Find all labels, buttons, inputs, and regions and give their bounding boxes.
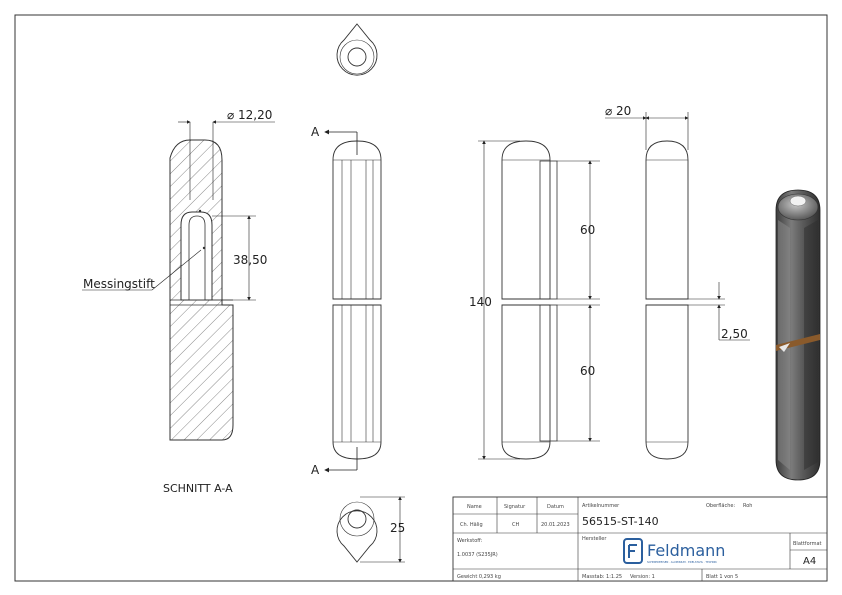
- tb-scale: Masstab: 1:1.25: [582, 574, 622, 580]
- top-end-view: [336, 23, 378, 76]
- brass-pin: [188, 215, 206, 301]
- tb-format-value: A4: [803, 556, 816, 567]
- title-block: Name Signatur Datum Ch. Hälig CH 20.01.2…: [452, 496, 828, 582]
- front-view: 140 60 60: [469, 140, 600, 460]
- bottom-end-view: 25: [336, 496, 405, 563]
- tb-format-label: Blattformat: [793, 541, 822, 547]
- back-upper-body: [645, 140, 689, 300]
- feldmann-logo: Feldmann SCHMIEDEEISEN · ALUMINIUM · EDE…: [623, 538, 725, 564]
- tb-surface-label: Oberfläche:: [706, 503, 735, 509]
- side-lower-body: [332, 304, 382, 460]
- tb-article-value: 56515-ST-140: [582, 515, 659, 528]
- sheet-border: [14, 14, 828, 582]
- tb-signature-value: CH: [512, 522, 519, 528]
- tb-material-label: Werkstoff:: [457, 538, 483, 544]
- front-upper-body: [501, 140, 551, 300]
- tb-name-value: Ch. Hälig: [460, 522, 483, 528]
- section-marker-top: A: [311, 125, 320, 139]
- tb-material-value: 1.0037 (S235JR): [457, 552, 498, 558]
- dim-upper-half: 60: [580, 223, 595, 237]
- back-lower-body: [645, 304, 689, 460]
- section-title: SCHNITT A-A: [163, 482, 233, 495]
- dim-diameter-large: ⌀ 20: [605, 104, 631, 118]
- hinge-pin-render: [775, 189, 821, 481]
- dim-width: 25: [390, 521, 405, 535]
- logo-text: Feldmann: [647, 541, 725, 560]
- tb-date-value: 20.01.2023: [541, 522, 570, 528]
- dim-gap: 2,50: [721, 327, 748, 341]
- tb-manufacturer-label: Hersteller: [582, 536, 607, 542]
- section-marker-bottom: A: [311, 463, 320, 477]
- logo-tagline: SCHMIEDEEISEN · ALUMINIUM · EDELSTAHL · …: [647, 560, 717, 564]
- label-brass-pin: Messingstift: [83, 277, 155, 291]
- tb-date-header: Datum: [547, 504, 564, 510]
- tb-signature-header: Signatur: [504, 504, 526, 510]
- front-lower-body: [501, 304, 551, 460]
- dim-pin-length: 38,50: [233, 253, 267, 267]
- tb-name-header: Name: [467, 504, 482, 510]
- dim-diameter-small: ⌀ 12,20: [227, 108, 272, 122]
- side-view: A A: [311, 125, 382, 477]
- dim-total-length: 140: [469, 295, 492, 309]
- section-view: ⌀ 12,20 38,50 Messingstift SCHNITT A-A: [82, 108, 275, 495]
- dim-lower-half: 60: [580, 364, 595, 378]
- tb-sheet: Blatt 1 von 5: [706, 574, 738, 580]
- back-view: ⌀ 20 2,50: [605, 104, 750, 460]
- tb-weight: Gewicht 0,293 kg: [457, 574, 501, 580]
- side-upper-body: [332, 140, 382, 300]
- tb-article-label: Artikelnummer: [582, 503, 620, 509]
- tb-version: Version: 1: [630, 574, 655, 580]
- tb-surface-value: Roh: [743, 503, 752, 509]
